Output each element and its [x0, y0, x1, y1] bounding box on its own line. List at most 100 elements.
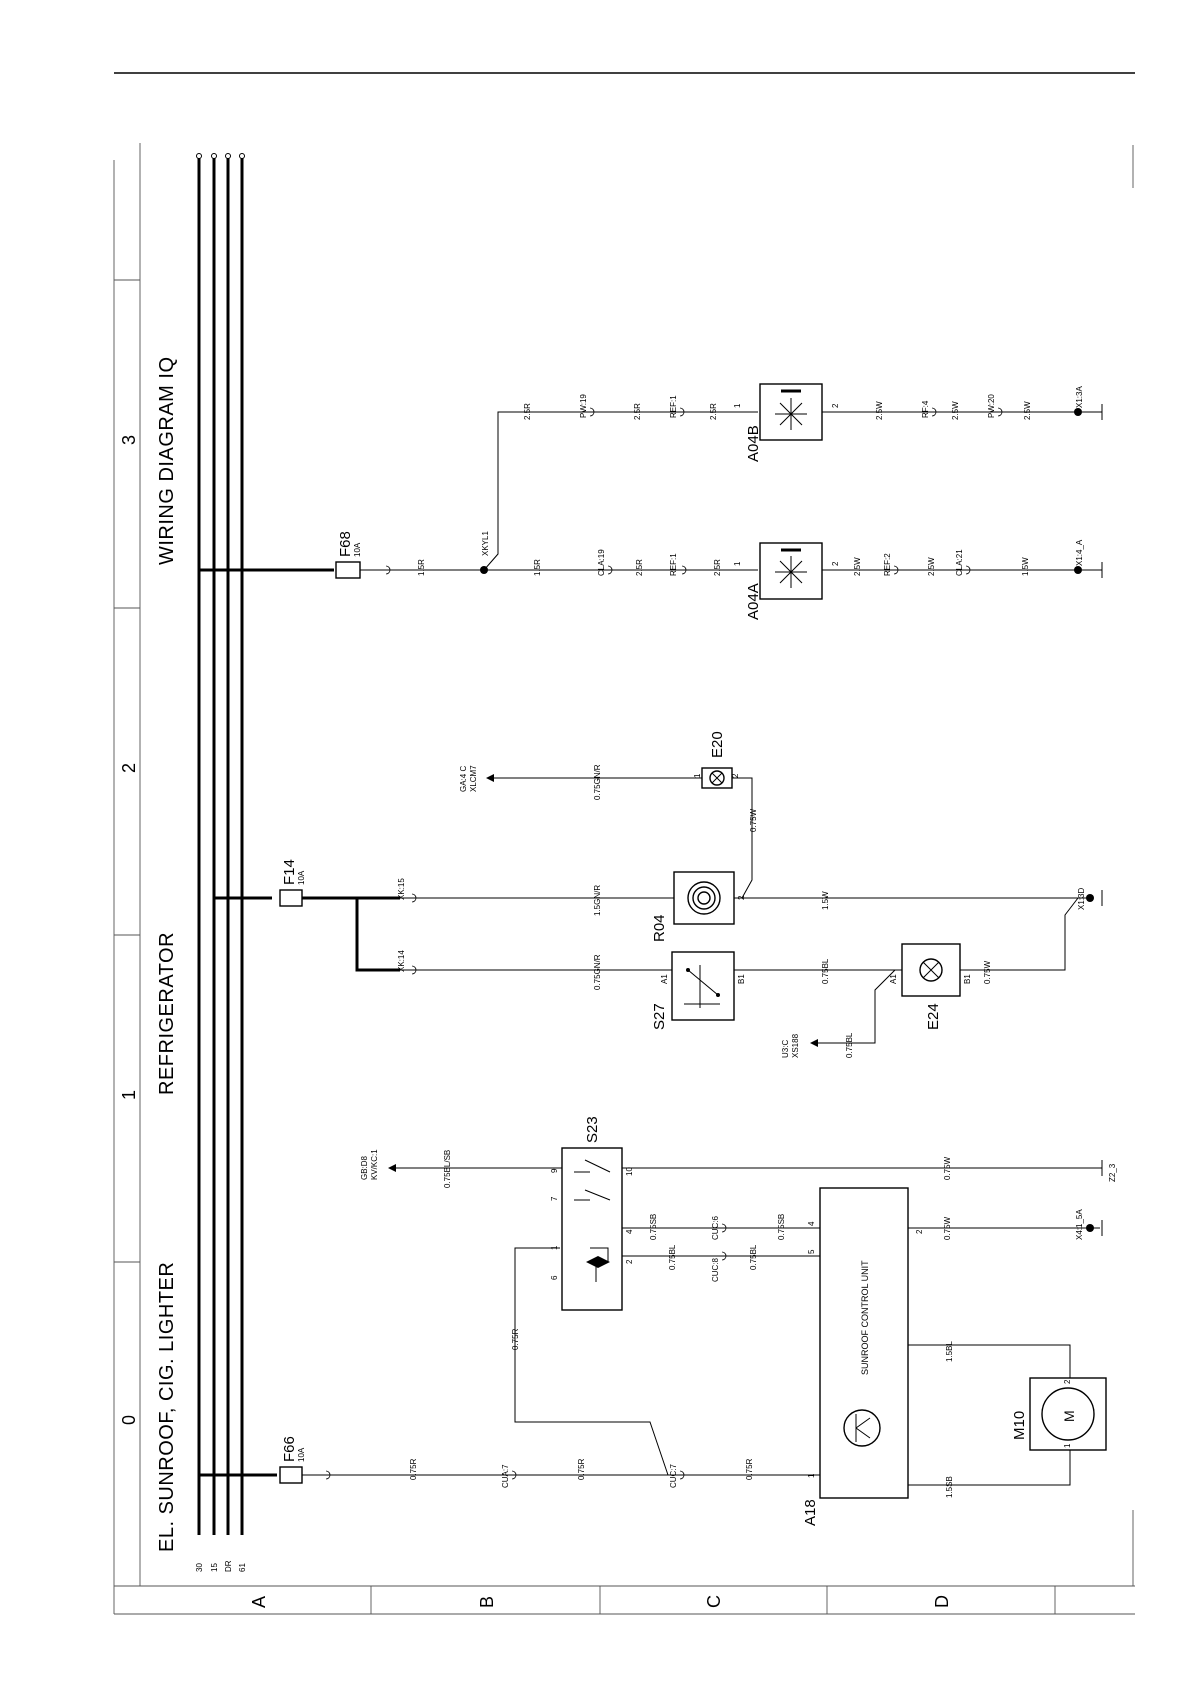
wire-s23-out1: 0.75BL/SB [443, 1150, 452, 1188]
arrow-xs188: XS188 [791, 1033, 800, 1058]
connector-ref2: REF:2 [883, 553, 892, 576]
lamp-a04b-name: A04B [745, 425, 762, 462]
connector-ref1-b: REF:1 [669, 395, 678, 418]
ground-x1-3d: X1:3D [1077, 888, 1086, 910]
drawing-frame [113, 143, 1135, 1615]
wire-a04a-6: 1.5W [1021, 557, 1030, 576]
wire-s23-c: 0.75BL [668, 1244, 677, 1270]
connector-cuc8: CUC:8 [711, 1257, 720, 1282]
fuse-f68-rating: 10A [353, 542, 362, 557]
connector-xk15: XK:15 [397, 878, 406, 900]
bus-label-30: 30 [195, 1563, 204, 1572]
wire-r04-in: 1.5GN/R [593, 885, 602, 916]
wire-e20-out: 0.75W [749, 808, 758, 832]
title-right: WIRING DIAGRAM IQ [156, 357, 178, 566]
ground-x1-3a: X1:3A [1075, 386, 1084, 408]
wire-s23-a: 0.75SB [649, 1214, 658, 1240]
a04b-pin-1: 1 [733, 403, 742, 408]
wire-f66-1: 0.75R [409, 1458, 418, 1480]
connector-ref1-a: REF:1 [669, 553, 678, 576]
lamp-a04a-name: A04A [745, 583, 762, 620]
wire-gnd1: 0.75W [943, 1156, 952, 1180]
fuse-f66 [279, 1466, 303, 1484]
wire-m10-b: 1.5SB [945, 1476, 954, 1498]
arrow-kv-kc1: KV/KC:1 [370, 1149, 379, 1180]
a18-pin-5: 5 [807, 1249, 816, 1254]
connector-pw19: PW:19 [579, 394, 588, 418]
row-label-D: D [932, 1595, 952, 1608]
motor-m10-symbol: M [1061, 1410, 1077, 1422]
s23-pin-9: 9 [550, 1168, 559, 1173]
m10-pin-1: 1 [1063, 1443, 1072, 1448]
a18-label: SUNROOF CONTROL UNIT [860, 1260, 870, 1375]
s23-pin-10: 10 [625, 1167, 634, 1176]
a04a-pin-2: 2 [831, 561, 840, 566]
row-label-B: B [477, 1596, 497, 1608]
a18-pin-1: 1 [807, 1473, 816, 1478]
switch-s27-name: S27 [651, 1003, 668, 1030]
arrow-gb-d8: GB:D8 [360, 1155, 369, 1180]
connector-cuc7: CUC:7 [669, 1463, 678, 1488]
wire-s27-in: 0.75GN/R [593, 954, 602, 990]
wire-m10-a: 1.5BL [945, 1341, 954, 1362]
fuse-f14-name: F14 [281, 859, 298, 885]
wire-f66-2: 0.75R [577, 1458, 586, 1480]
s27-pin-a1: A1 [660, 974, 669, 984]
column-label-1: 1 [119, 1090, 139, 1100]
wire-a04b-2: 2.5R [633, 403, 642, 420]
wire-gnd2: 0.75W [943, 1216, 952, 1240]
row-label-A: A [249, 1596, 269, 1608]
wire-a04a-5: 2.5W [927, 557, 936, 576]
wire-a04b-1: 2.5R [523, 403, 532, 420]
motor-m10-name: M10 [1011, 1411, 1028, 1440]
title-left: EL. SUNROOF, CIG. LIGHTER [156, 1262, 178, 1552]
a04b-pin-2: 2 [831, 403, 840, 408]
wire-a04a-4: 2.5W [853, 557, 862, 576]
lamp-e24-name: E24 [925, 1003, 942, 1030]
switch-s23 [561, 1147, 623, 1311]
bus-label-15: 15 [210, 1563, 219, 1572]
fuse-f68-name: F68 [337, 531, 354, 557]
s23-pin-6: 6 [550, 1275, 559, 1280]
wire-e24-branch: 0.75BL [845, 1032, 854, 1058]
column-label-3: 3 [119, 435, 139, 445]
wire-a04b-5: 2.5W [951, 401, 960, 420]
e24-pin-b1: B1 [963, 974, 972, 984]
wire-a04b-3: 2.5R [709, 403, 718, 420]
lamp-e20-name: E20 [709, 731, 726, 758]
wire-r04-out: 1.5W [821, 891, 830, 910]
arrow-u3c: U3:C [781, 1040, 790, 1058]
connector-xk14: XK:14 [397, 950, 406, 972]
wire-s23-feed: 0.75R [511, 1328, 520, 1350]
arrow-ga4c: GA:4 C [459, 766, 468, 792]
wire-s23-d: 0.75BL [749, 1244, 758, 1270]
lighter-r04-name: R04 [651, 914, 668, 942]
wire-a04a-3: 2.5R [713, 559, 722, 576]
s23-pin-2: 2 [625, 1259, 634, 1264]
ground-x4-1-5a: X4:1_5A [1075, 1209, 1084, 1240]
power-bus [196, 153, 245, 1535]
a04a-pin-1: 1 [733, 561, 742, 566]
bus-label-61: 61 [238, 1563, 247, 1572]
fuse-f14 [279, 889, 303, 907]
bus-label-DR: DR [224, 1560, 233, 1572]
switch-s23-name: S23 [584, 1116, 601, 1143]
s23-pin-1: 1 [550, 1245, 559, 1250]
connector-cla19: CLA:19 [597, 549, 606, 576]
arrow-xlcm7: XLCM7 [469, 765, 478, 792]
connector-arcs [325, 407, 1003, 1480]
wire-e24-out: 0.75W [983, 960, 992, 984]
connector-pw20: PW:20 [987, 394, 996, 418]
s27-pin-b1: B1 [737, 974, 746, 984]
title-middle: REFRIGERATOR [156, 932, 178, 1095]
e20-pin-1: 1 [693, 773, 702, 778]
e20-pin-2: 2 [731, 773, 740, 778]
fuse-f66-name: F66 [281, 1436, 298, 1462]
row-label-C: C [704, 1595, 724, 1608]
switch-s27 [671, 951, 735, 1021]
connector-cla21: CLA:21 [955, 549, 964, 576]
s23-pin-7: 7 [550, 1196, 559, 1201]
wire-a04a-2: 2.5R [635, 559, 644, 576]
a18-pin-4: 4 [807, 1221, 816, 1226]
